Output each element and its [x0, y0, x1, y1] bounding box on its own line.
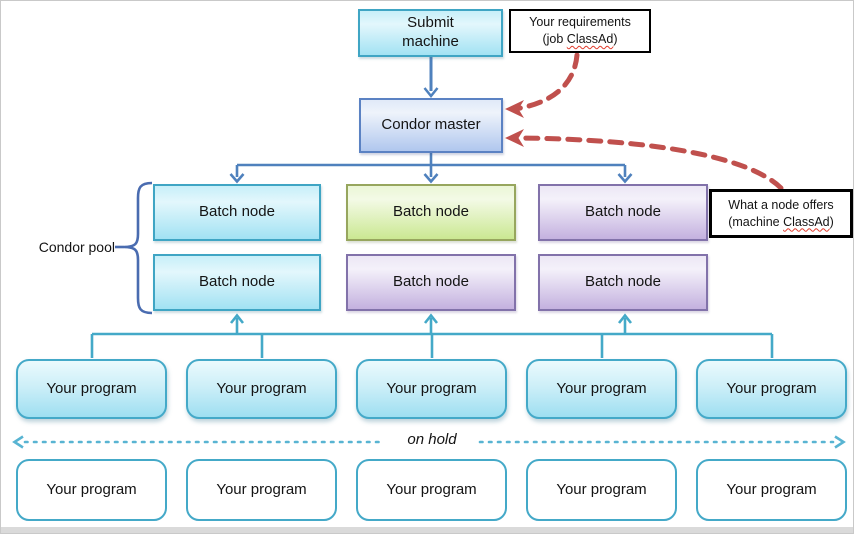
on-hold-dotted-arrow: [12, 435, 846, 449]
your-program-label: Your program: [46, 379, 137, 397]
your-program-node: Your program: [356, 359, 507, 419]
callout-line1: Your requirements: [529, 15, 631, 30]
submit-to-master-arrow: [423, 57, 439, 98]
callout-line2: (machine ClassAd): [728, 214, 834, 229]
callout-job-classad: Your requirements (job ClassAd): [509, 9, 651, 53]
job-classad-arrowhead: [505, 100, 524, 118]
batch-node: Batch node: [346, 184, 516, 241]
held-program-node: Your program: [186, 459, 337, 521]
your-program-label: Your program: [386, 379, 477, 397]
batch-node-label: Batch node: [585, 203, 661, 221]
condor-master-node: Condor master: [359, 98, 503, 153]
submit-machine-label: Submit machine: [402, 14, 459, 50]
misspelled-word: ClassAd: [566, 32, 614, 46]
held-program-node: Your program: [16, 459, 167, 521]
your-program-node: Your program: [186, 359, 337, 419]
callout-line1: What a node offers: [728, 197, 834, 212]
window-bottom-edge: [1, 527, 853, 533]
machine-classad-arrow: [514, 135, 784, 191]
your-program-node: Your program: [696, 359, 847, 419]
batch-node: Batch node: [538, 184, 708, 241]
job-classad-arrow: [512, 52, 580, 112]
condor-pool-label: Condor pool: [38, 239, 115, 255]
batch-node-label: Batch node: [199, 203, 275, 221]
on-hold-label: on hold: [407, 431, 457, 448]
machine-classad-arrowhead: [505, 129, 524, 147]
held-program-label: Your program: [726, 480, 817, 498]
batch-node-label: Batch node: [393, 273, 469, 291]
held-program-label: Your program: [556, 480, 647, 498]
batch-node: Batch node: [538, 254, 708, 311]
your-program-node: Your program: [16, 359, 167, 419]
batch-node: Batch node: [153, 254, 321, 311]
held-program-label: Your program: [216, 480, 307, 498]
batch-node-label: Batch node: [393, 203, 469, 221]
programs-to-nodes-connectors: [90, 313, 774, 358]
your-program-label: Your program: [216, 379, 307, 397]
batch-node-label: Batch node: [585, 273, 661, 291]
misspelled-word: ClassAd: [783, 214, 830, 229]
condor-master-label: Condor master: [381, 116, 481, 134]
submit-machine-node: Submit machine: [358, 9, 503, 57]
batch-node: Batch node: [346, 254, 516, 311]
callout-machine-classad: What a node offers (machine ClassAd): [709, 189, 853, 238]
your-program-node: Your program: [526, 359, 677, 419]
master-to-nodes-arrows: [229, 153, 633, 184]
callout-line2: (job ClassAd): [542, 32, 618, 46]
held-program-node: Your program: [526, 459, 677, 521]
held-program-node: Your program: [356, 459, 507, 521]
your-program-label: Your program: [726, 379, 817, 397]
held-program-label: Your program: [386, 480, 477, 498]
your-program-label: Your program: [556, 379, 647, 397]
batch-node-label: Batch node: [199, 273, 275, 291]
condor-pool-brace: [115, 181, 153, 315]
held-program-node: Your program: [696, 459, 847, 521]
batch-node: Batch node: [153, 184, 321, 241]
held-program-label: Your program: [46, 480, 137, 498]
